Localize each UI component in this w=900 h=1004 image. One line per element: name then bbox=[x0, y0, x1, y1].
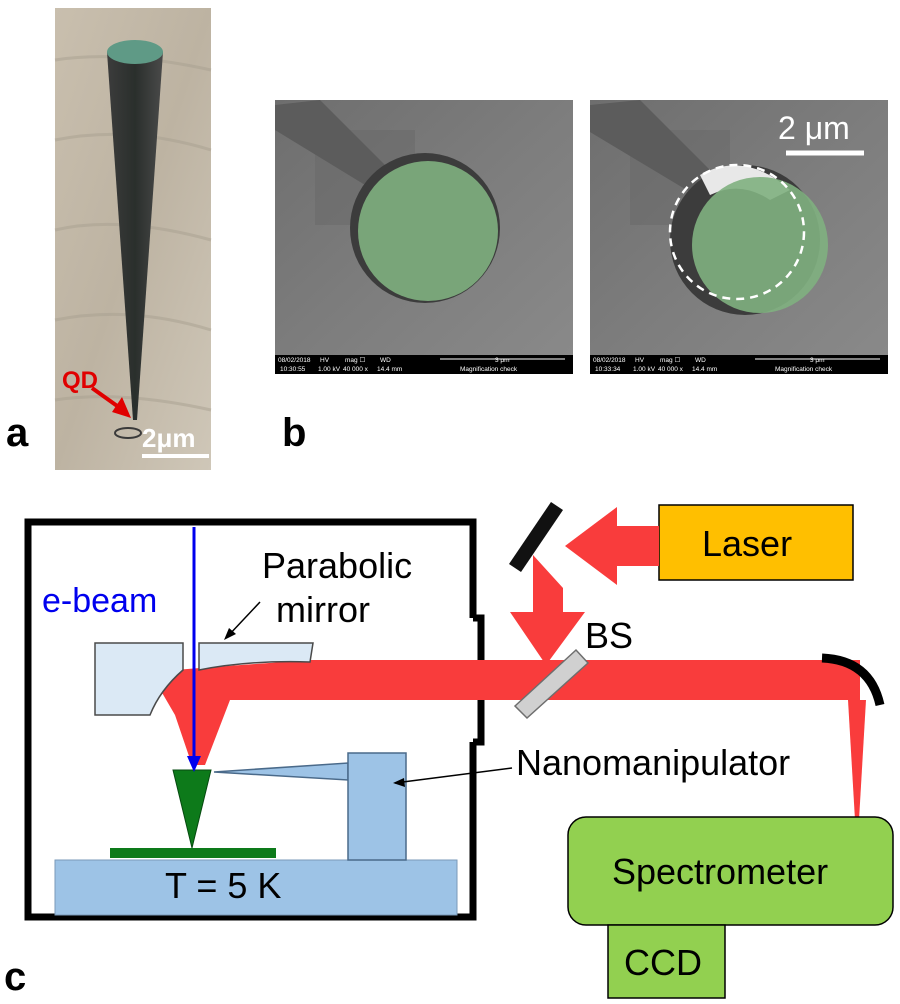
nanowire-sketch bbox=[172, 769, 212, 849]
qd-arrow bbox=[112, 397, 131, 418]
svg-text:1.00 kV: 1.00 kV bbox=[318, 366, 341, 373]
qd-label: QD bbox=[62, 367, 98, 394]
svg-text:Magnification check: Magnification check bbox=[460, 366, 518, 373]
panel-label-a: a bbox=[6, 411, 29, 455]
laser-beam-down bbox=[510, 555, 585, 665]
sem-1-facet bbox=[358, 161, 498, 301]
nanowire-base bbox=[114, 427, 142, 439]
manipulator-body bbox=[347, 752, 407, 861]
svg-text:mag ☐: mag ☐ bbox=[345, 356, 365, 364]
nanomanipulator-pointer-head bbox=[393, 778, 405, 787]
laser-label: Laser bbox=[702, 523, 792, 564]
emission-beam bbox=[150, 660, 860, 765]
svg-text:mag ☐: mag ☐ bbox=[660, 356, 680, 364]
mirror-pointer-head bbox=[224, 628, 236, 640]
svg-text:10:30:55: 10:30:55 bbox=[280, 366, 306, 373]
cryo-stage bbox=[54, 859, 458, 916]
nanowire bbox=[107, 52, 163, 420]
mirror-label-2: mirror bbox=[276, 589, 370, 630]
laser-box bbox=[658, 504, 854, 581]
spectrometer-box bbox=[567, 816, 894, 926]
qd-arrow-shaft bbox=[90, 386, 122, 410]
panel-c: T = 5 K Nanomanipulator Laser e-beam Par… bbox=[4, 502, 894, 999]
bs-label: BS bbox=[585, 615, 633, 656]
sem-2-original-position bbox=[668, 163, 806, 301]
svg-text:3 μm: 3 μm bbox=[810, 357, 825, 364]
sem-image-1: 08/02/2018 10:30:55 HV 1.00 kV mag ☐ 40 … bbox=[275, 100, 573, 374]
panel-b: 08/02/2018 10:30:55 HV 1.00 kV mag ☐ 40 … bbox=[275, 100, 888, 455]
panel-a-scale-label: 2μm bbox=[142, 423, 196, 453]
sem-2-facet bbox=[692, 177, 828, 313]
stage-label: T = 5 K bbox=[165, 865, 281, 906]
svg-text:08/02/2018: 08/02/2018 bbox=[593, 357, 626, 364]
substrate bbox=[110, 848, 276, 858]
svg-text:14.4 mm: 14.4 mm bbox=[377, 366, 402, 373]
manipulator-probe bbox=[213, 762, 349, 781]
parabolic-mirror-left bbox=[94, 642, 184, 716]
ccd-label: CCD bbox=[624, 942, 702, 983]
ebeam-arrow-head bbox=[187, 756, 201, 772]
panel-a: QD 2μm a bbox=[6, 8, 212, 470]
svg-text:WD: WD bbox=[695, 357, 706, 364]
nanomanipulator-label: Nanomanipulator bbox=[516, 742, 790, 783]
svg-text:1.00 kV: 1.00 kV bbox=[633, 366, 656, 373]
sem-2-databar bbox=[590, 355, 888, 374]
svg-text:3 μm: 3 μm bbox=[495, 357, 510, 364]
nanomanipulator-pointer bbox=[394, 767, 513, 784]
panel-label-c: c bbox=[4, 955, 26, 999]
ccd-box bbox=[607, 924, 726, 999]
svg-text:14.4 mm: 14.4 mm bbox=[692, 366, 717, 373]
ebeam-label: e-beam bbox=[42, 582, 157, 620]
steering-mirror bbox=[509, 502, 563, 572]
svg-text:HV: HV bbox=[635, 357, 645, 364]
svg-text:Magnification check: Magnification check bbox=[775, 366, 833, 373]
svg-text:HV: HV bbox=[320, 357, 330, 364]
laser-beam-horizontal bbox=[565, 507, 659, 585]
sem-1-probe-tip bbox=[275, 100, 385, 188]
panel-label-b: b bbox=[282, 411, 306, 455]
sem-image-2: 08/02/2018 10:33:34 HV 1.00 kV mag ☐ 40 … bbox=[590, 100, 888, 374]
sem-2-probe-tip bbox=[590, 100, 710, 195]
mirror-label-1: Parabolic bbox=[262, 545, 412, 586]
beam-splitter bbox=[513, 648, 590, 720]
nanowire-top-facet bbox=[107, 40, 163, 64]
svg-text:WD: WD bbox=[380, 357, 391, 364]
svg-text:10:33:34: 10:33:34 bbox=[595, 366, 621, 373]
svg-text:40 000 x: 40 000 x bbox=[658, 366, 684, 373]
sem-1-databar bbox=[275, 355, 573, 374]
focusing-mirror bbox=[821, 653, 885, 707]
svg-text:08/02/2018: 08/02/2018 bbox=[278, 357, 311, 364]
focused-beam bbox=[848, 700, 866, 820]
parabolic-mirror-right bbox=[198, 642, 314, 671]
chamber-wall bbox=[24, 518, 477, 921]
svg-text:40 000 x: 40 000 x bbox=[343, 366, 369, 373]
panel-b-scale-label: 2 μm bbox=[778, 110, 850, 146]
mirror-pointer bbox=[227, 601, 261, 637]
spectrometer-label: Spectrometer bbox=[612, 851, 828, 892]
